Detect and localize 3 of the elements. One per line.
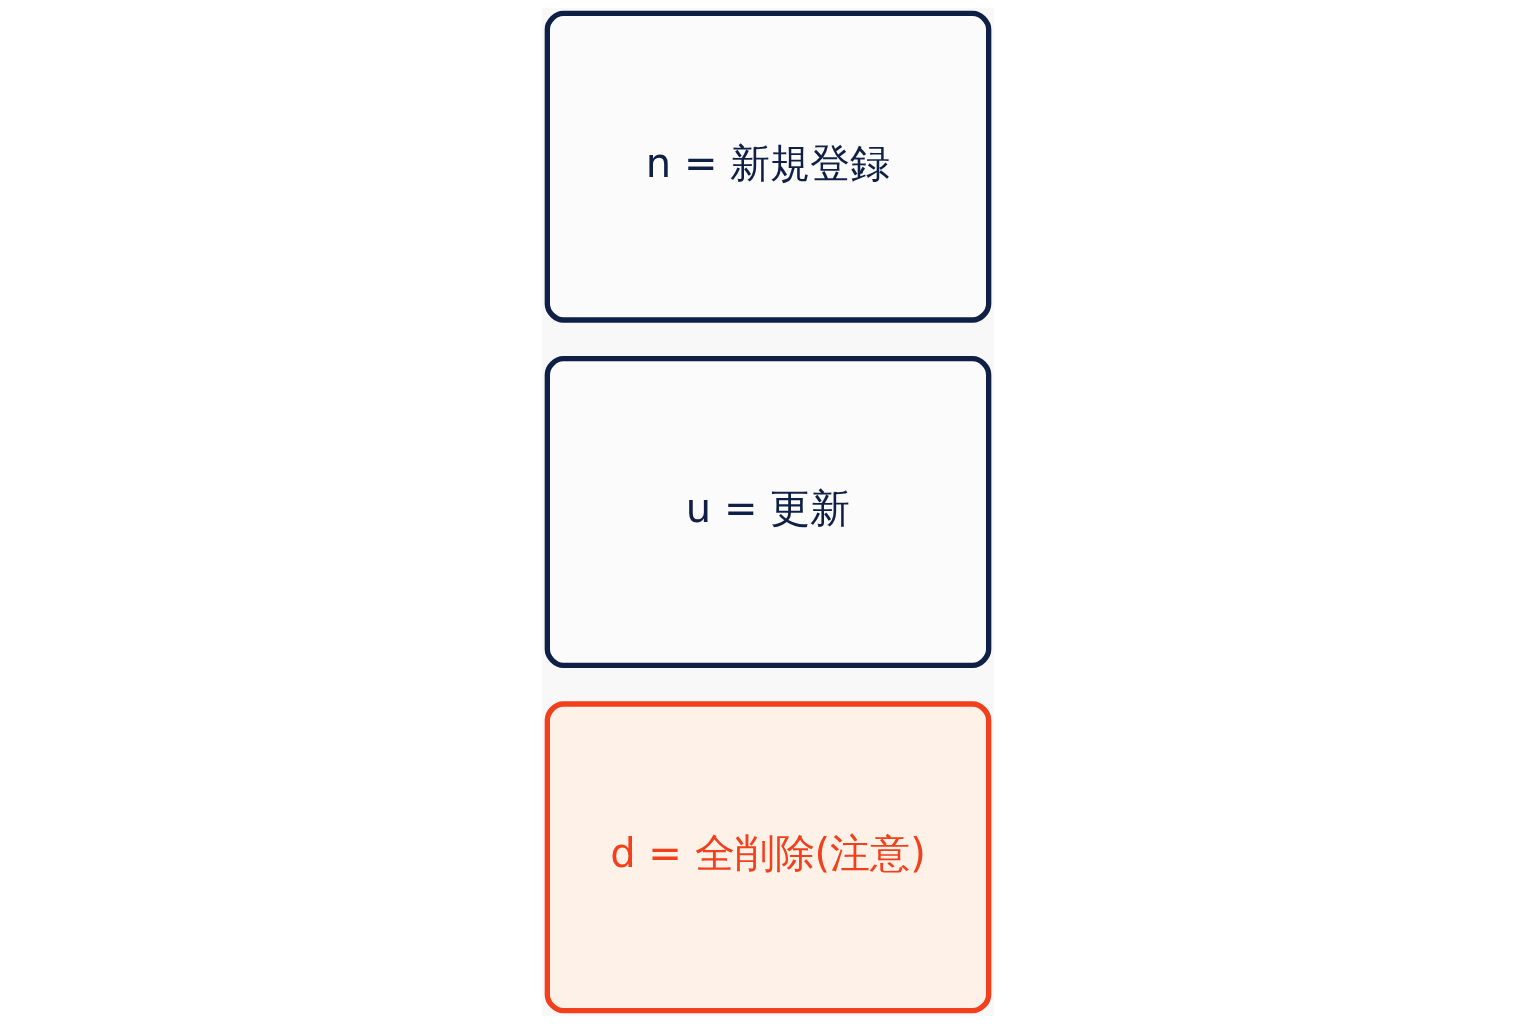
node-box: d = 全削除(注意) xyxy=(544,701,992,1014)
node-box: n = 新規登録 xyxy=(544,10,992,323)
node-box: u = 更新 xyxy=(544,356,992,668)
